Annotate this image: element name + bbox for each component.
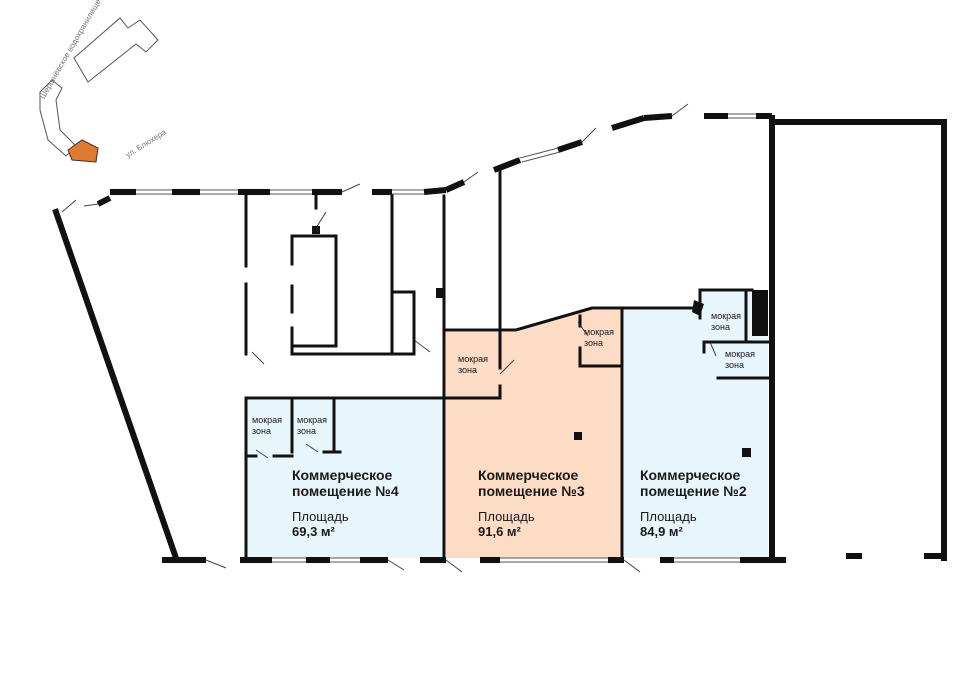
minimap-site-highlight [67,139,99,163]
column-room-2 [742,448,751,457]
room-4-fill [246,400,444,558]
room-4-label: Коммерческое помещение №4 Площадь 69,3 м… [292,467,399,539]
room-3-fill [446,310,622,558]
room-4-area-caption: Площадь [292,509,349,524]
column-shaft [752,290,768,336]
location-minimap [39,17,159,163]
column-corridor [436,288,444,298]
room-3-title-line-1: Коммерческое [478,467,579,483]
room-2-area-caption: Площадь [640,509,697,524]
exterior-walls [52,115,947,562]
interior-walls [244,168,772,562]
room-2-fill [624,290,768,558]
room-2-title-line-1: Коммерческое [640,467,741,483]
room-3-area-caption: Площадь [478,509,535,524]
structural-columns [312,226,768,457]
minimap-building-left [39,79,77,157]
column-room-2-corner [692,300,704,316]
room-4-outline [244,396,446,562]
room-3-title-line-2: помещение №3 [478,483,585,499]
room-4-title-line-1: Коммерческое [292,467,393,483]
room-2-area-value: 84,9 м² [640,524,683,539]
door-swings [61,103,717,573]
minimap-building-top [73,17,159,83]
room-4-title-line-2: помещение №4 [292,483,399,499]
room-4-area-value: 69,3 м² [292,524,335,539]
room-3-area-value: 91,6 м² [478,524,521,539]
windows [136,113,756,563]
wall-west [52,208,180,562]
room-2-label: Коммерческое помещение №2 Площадь 84,9 м… [640,467,747,539]
room-fills [246,290,768,558]
room-3-top-wall [442,306,624,400]
room-3-label: Коммерческое помещение №3 Площадь 91,6 м… [478,467,585,539]
column-north [312,226,320,234]
column-room-3 [574,432,582,440]
room-2-title-line-2: помещение №2 [640,483,747,499]
